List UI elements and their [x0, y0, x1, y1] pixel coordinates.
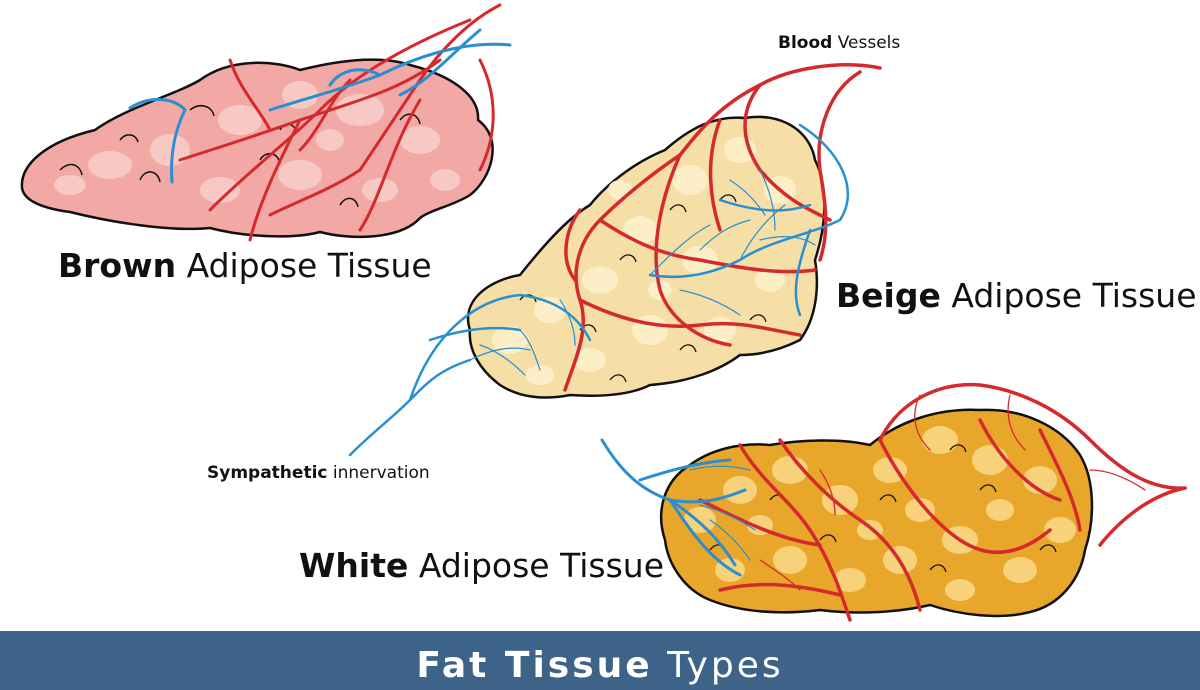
beige-nerves	[348, 123, 850, 457]
footer-title-banner: Fat Tissue Types	[0, 631, 1200, 690]
white-adipose-label: White Adipose Tissue	[299, 546, 664, 585]
blood-label-rest: Vessels	[832, 33, 901, 53]
beige-label-rest: Adipose Tissue	[940, 276, 1197, 315]
white-blood-vessels	[698, 382, 1187, 622]
brown-adipose-label: Brown Adipose Tissue	[58, 246, 432, 285]
white-fine-nerves	[689, 465, 756, 561]
sympathetic-label-bold: Sympathetic	[207, 463, 328, 483]
beige-label-bold: Beige	[836, 276, 941, 315]
footer-title-rest: Types	[652, 645, 784, 686]
beige-adipose-tissue	[348, 63, 882, 457]
brown-fat-cells	[54, 81, 460, 203]
blood-label-bold: Blood	[778, 33, 833, 53]
brown-nerves	[128, 28, 512, 184]
beige-adipose-label: Beige Adipose Tissue	[836, 276, 1197, 315]
sympathetic-label-rest: innervation	[327, 463, 430, 483]
white-label-rest: Adipose Tissue	[408, 546, 665, 585]
footer-title-bold: Fat Tissue	[416, 645, 653, 686]
beige-fine-nerves	[469, 169, 816, 376]
beige-blood-vessels	[563, 63, 882, 392]
brown-blood-vessels	[178, 3, 502, 242]
white-nerves	[600, 438, 747, 577]
brown-label-bold: Brown	[58, 246, 177, 285]
brown-adipose-tissue	[20, 3, 512, 242]
brown-label-rest: Adipose Tissue	[176, 246, 432, 285]
white-adipose-tissue	[600, 382, 1187, 622]
beige-cell-outlines	[519, 194, 767, 383]
sympathetic-innervation-label: Sympathetic innervation	[207, 463, 430, 483]
adipose-illustration	[20, 3, 1187, 622]
beige-tissue-body	[466, 115, 826, 399]
blood-vessels-label: Blood Vessels	[778, 33, 900, 53]
white-label-bold: White	[299, 546, 409, 585]
white-fine-vessels	[759, 394, 1146, 591]
